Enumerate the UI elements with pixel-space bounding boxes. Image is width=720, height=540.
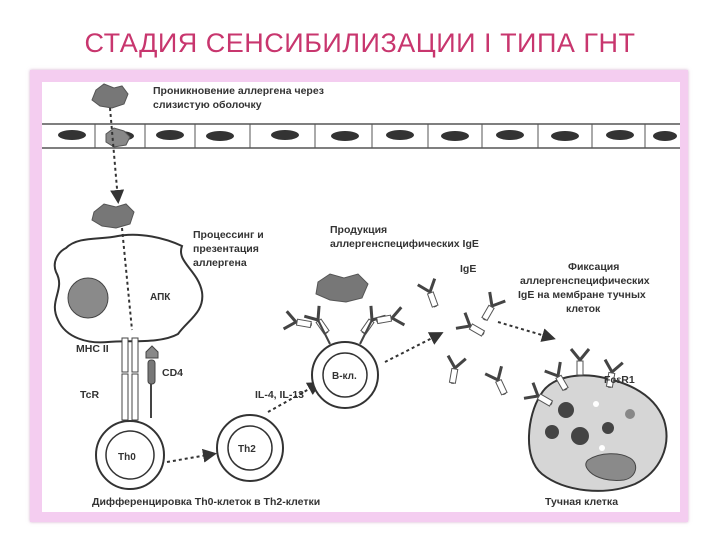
- processing-label-3: аллергена: [193, 257, 247, 269]
- fixation-label-1: Фиксация: [568, 261, 619, 273]
- mast-nucleus: [585, 453, 637, 481]
- internal-path: [121, 227, 133, 331]
- b-cell-nucleus: [322, 352, 368, 398]
- tcr-label: TcR: [80, 389, 99, 401]
- fixation-label-2: аллергенспецифических: [520, 275, 650, 287]
- processing-label-1: Процессинг и: [193, 229, 264, 241]
- th0-to-th2-arrow: [166, 448, 217, 463]
- fixation-label-4: клеток: [566, 303, 601, 315]
- mhc-label: MHC II: [76, 343, 109, 355]
- free-ige-antibodies: [416, 277, 515, 400]
- allergen-path-arrow: [109, 107, 125, 204]
- ige-label: IgE: [460, 263, 476, 275]
- bcell-label: В-кл.: [332, 371, 357, 382]
- production-label-2: аллергенспецифических IgE: [330, 238, 479, 250]
- fixation-label-3: IgE на мембране тучных: [518, 289, 646, 301]
- th2-label: Th2: [238, 444, 256, 455]
- apc-nucleus: [67, 277, 109, 319]
- allergen-top: [91, 83, 129, 109]
- mucosa-epithelium: [42, 123, 680, 149]
- mast-cell-label: Тучная клетка: [545, 496, 618, 508]
- th0-label: Th0: [118, 452, 136, 463]
- penetration-label-1: Проникновение аллергена через: [153, 85, 324, 97]
- slide-title: СТАДИЯ СЕНСИБИЛИЗАЦИИ I ТИПА ГНТ: [84, 28, 636, 58]
- cd4-label: CD4: [162, 367, 183, 379]
- production-label-1: Продукция: [330, 224, 387, 236]
- mast-granules: [545, 401, 635, 451]
- ige-to-mast-arrow: [497, 321, 556, 342]
- penetration-label-2: слизистую оболочку: [153, 99, 262, 111]
- allergen-processed: [91, 203, 135, 229]
- th0-nucleus: [105, 430, 155, 480]
- fcer-label: FcεR1: [604, 374, 635, 386]
- allergen-crossing: [105, 127, 131, 148]
- apc-label: АПК: [150, 292, 171, 303]
- differentiation-label: Дифференцировка Th0-клеток в Th2-клетки: [92, 496, 320, 508]
- bcell-to-ige-arrow: [384, 332, 444, 363]
- th2-nucleus: [227, 425, 273, 471]
- processing-label-2: презентация: [193, 243, 259, 255]
- mhc-tcr-complex: [121, 337, 159, 421]
- interleukins-label: IL-4, IL-13: [255, 389, 304, 401]
- allergen-bcell: [315, 273, 369, 303]
